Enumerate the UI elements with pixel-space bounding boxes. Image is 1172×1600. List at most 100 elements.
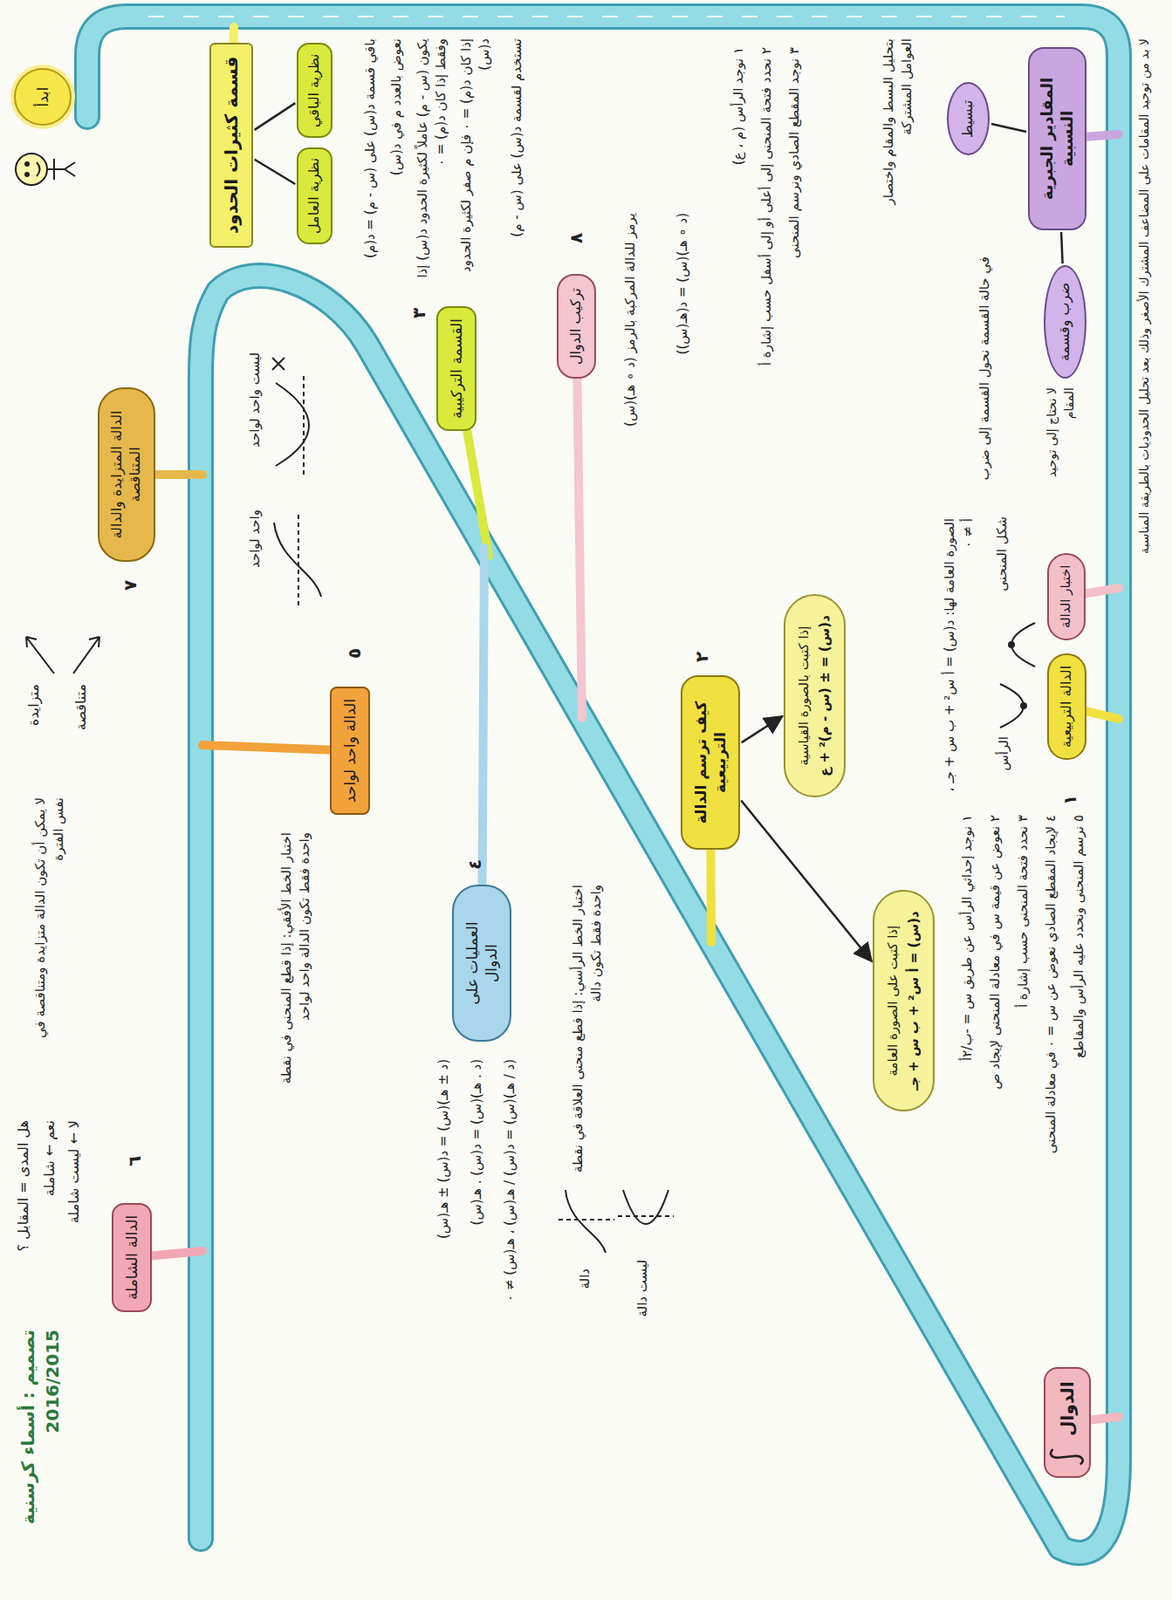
node-title: تركيب الدوال xyxy=(567,287,586,365)
topic-box: نظرية الباقي xyxy=(296,42,333,138)
note-text: بتحليل البسط والمقام واختصار العوامل الم… xyxy=(879,38,917,248)
parabola-shapes xyxy=(1000,623,1035,728)
node-title: الدوال xyxy=(1055,1381,1079,1437)
note-text: باقي قسمة د(س) على (س - م) = د(م) xyxy=(361,38,380,283)
note-text: لا بد من توحيد المقامات على المضاعف المش… xyxy=(1136,38,1154,824)
topic-box: العمليات على الدوال xyxy=(452,884,512,1042)
topic-box: نظرية العامل xyxy=(296,147,333,245)
main-topic-box: المقادير الجبرية النسبية xyxy=(1028,47,1087,231)
note-text: إذا كان د(م) = ٠ فإن م صفر لكثيرة الحدود… xyxy=(457,38,494,283)
connector xyxy=(991,123,1027,132)
topic-box: تركيب الدوال xyxy=(556,274,597,379)
river-outline xyxy=(87,16,1119,1554)
callout-number: ١ xyxy=(1057,788,1083,812)
note-text: واحد لواحد xyxy=(246,509,265,624)
note-text: متزايدة xyxy=(24,684,44,772)
note-text: دالة xyxy=(575,1268,595,1339)
note-text: ٥ نرسم المنحنى ونحدد عليه الرأس والمقاطع xyxy=(1069,815,1089,1339)
note-text: اختبار الخط الأفقي: إذا قطع المنحنى في ن… xyxy=(277,832,315,1112)
node-title: قسمة كثيرات الحدود xyxy=(219,56,243,234)
node-title: ابدأ xyxy=(33,86,53,107)
callout-number: ٨ xyxy=(563,226,589,250)
cloud-note: إذا كتبت على الصورة العامةد(س) = أ س² + … xyxy=(872,890,935,1112)
vertical-line-test xyxy=(558,1190,674,1254)
integral-stroke xyxy=(1050,1449,1083,1465)
topic-box: الدالة واحد لواحد xyxy=(329,686,371,816)
node-title: العمليات على الدوال xyxy=(462,900,501,1027)
node-title: نظرية العامل xyxy=(305,157,324,234)
note-text: في حالة القسمة نحول القسمة إلى ضرب xyxy=(975,256,994,484)
topic-box: الدالة الشاملة xyxy=(111,1203,152,1313)
note-text: ٢ نعوض عن قيمة س في معادلة المنحنى لإيجا… xyxy=(986,815,1005,1339)
note-text: الصورة العامة لها: د(س) = أ س² + ب س + ج… xyxy=(940,518,978,798)
callout-number: ٥ xyxy=(342,642,367,665)
smiley-figure xyxy=(15,153,76,186)
river-branch xyxy=(576,375,583,719)
node-title: إذا كتبت بالصورة القياسية xyxy=(795,615,814,777)
note-text: لا ← ليست شاملة xyxy=(64,1120,84,1313)
subtopic-ellipse: تبسيط xyxy=(946,82,990,156)
callout-number: ٣ xyxy=(406,301,432,325)
callout-number: ٦ xyxy=(122,1150,147,1173)
note-text: يكون (س - م) عاملاً لكثيرة الحدود د(س) إ… xyxy=(413,38,451,283)
river-branch xyxy=(151,470,203,480)
node-title: الدالة المتزايدة والدالة المتناقصة xyxy=(108,403,145,547)
note-text: نعوض بالعدد م في د(س) xyxy=(387,38,406,283)
topic-box: الدالة المتزايدة والدالة المتناقصة xyxy=(97,387,156,563)
horizontal-line-test xyxy=(272,357,322,606)
node-formula: د(س) = أ س² + ب س + جـ xyxy=(905,911,924,1091)
callout-number: ٧ xyxy=(117,574,143,597)
trend-arrows xyxy=(26,637,100,674)
note-text: ١ نوجد إحداثي الرأس عن طريق س = -ب/٢أ xyxy=(958,815,977,1339)
connector xyxy=(254,159,296,185)
node-title: المقادير الجبرية النسبية xyxy=(1036,59,1078,219)
cloud-note: إذا كتبت بالصورة القياسيةد(س) = ± (س - م… xyxy=(783,594,846,798)
node-title: القسمة التركيبية xyxy=(446,318,467,419)
river-branch xyxy=(705,846,716,943)
note-text: ليست واحد لواحد xyxy=(246,352,265,493)
node-title: الدالة واحد لواحد xyxy=(340,699,360,803)
connector xyxy=(254,102,296,131)
note-text: اختبار الخط الرأسي: إذا قطع منحنى العلاق… xyxy=(568,884,606,1182)
river-branch xyxy=(148,1251,203,1257)
river xyxy=(87,16,1119,1554)
note-text: ٣ نوجد المقطع الصادي ونرسم المنحنى xyxy=(785,47,804,484)
note-text: ٢ نحدد فتحة المنحنى إلى أعلى أو إلى أسفل… xyxy=(757,47,776,484)
topic-box: كيف ترسم الدالة التربيعية xyxy=(680,675,741,850)
note-text: (د ∘ هـ)(س) = د(هـ(س)) xyxy=(673,212,693,440)
river-branch xyxy=(1082,588,1119,595)
note-text: هل المدى = المقابل ؟ xyxy=(13,1120,34,1313)
note-text: ١ نوجد الرأس (م ، ع) xyxy=(729,47,748,484)
node-formula: د(س) = ± (س - م)² + ع xyxy=(816,615,835,777)
note-text: (د ± هـ)(س) = د(س) ± هـ(س) xyxy=(434,1059,453,1313)
note-text: الرأس xyxy=(994,736,1014,789)
node-title: الدالة التربيعية xyxy=(1057,665,1077,748)
note-text: نعم ← شاملة xyxy=(40,1120,60,1313)
topic-box: اختبار الدالة xyxy=(1047,553,1086,641)
connector xyxy=(740,800,871,961)
node-title: الدالة الشاملة xyxy=(122,1215,142,1301)
note-text: تستخدم لقسمة د(س) على (س - م) xyxy=(507,38,527,283)
river-branch xyxy=(202,745,334,751)
main-topic-box: قسمة كثيرات الحدود xyxy=(209,42,254,248)
subtopic-ellipse: ضرب وقسمة xyxy=(1043,265,1087,379)
node-title: ضرب وقسمة xyxy=(1055,282,1075,362)
note-text: ٤ لإيجاد المقطع الصادي نعوض عن س = ٠ في … xyxy=(1041,815,1061,1339)
note-text: لا يمكن أن تكون الدالة متزايدة ومتناقصة … xyxy=(31,797,69,1060)
note-text: شكل المنحنى xyxy=(993,516,1012,613)
node-title: تبسيط xyxy=(959,99,978,138)
node-title: كيف ترسم الدالة التربيعية xyxy=(691,689,730,837)
topic-box: الدالة التربيعية xyxy=(1047,653,1087,761)
note-text: متناقصة xyxy=(71,684,91,772)
river-dashes xyxy=(148,15,1065,18)
note-text: يرمز للدالة المركبة بالرمز (د ∘ هـ)(س) xyxy=(621,212,640,440)
topic-box: القسمة التركيبية xyxy=(436,306,477,432)
note-text: (د . هـ)(س) = د(س) . هـ(س) xyxy=(467,1059,487,1313)
river-branch xyxy=(1087,1417,1119,1421)
note-text: ٣ نحدد فتحة المنحنى حسب إشارة أ xyxy=(1014,815,1033,1339)
river-branch xyxy=(1082,134,1119,138)
river-branch xyxy=(466,427,489,556)
node-title: نظرية الباقي xyxy=(305,53,324,128)
note-text: لا نحتاج إلى توحيد المقام xyxy=(1043,387,1078,510)
